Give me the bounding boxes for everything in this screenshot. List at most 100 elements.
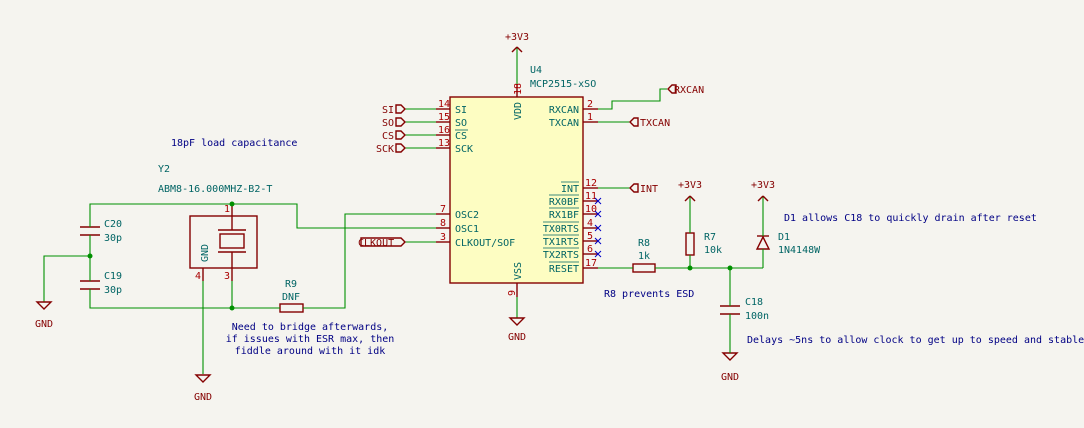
- c19-ref: C19: [104, 271, 122, 282]
- note-r9-line2: if issues with ESR max, then: [226, 334, 395, 345]
- u4-value: MCP2515-xSO: [530, 79, 596, 90]
- c19-capacitor[interactable]: C19 30p: [80, 271, 122, 296]
- u4-pin-num-rxcan: 2: [587, 99, 593, 110]
- c20-value: 30p: [104, 233, 122, 244]
- u4-mcp2515[interactable]: U4 MCP2515-xSO 14 15 16 13 7 8 3 SI SO C…: [436, 65, 598, 297]
- c20-capacitor[interactable]: C20 30p: [80, 219, 122, 244]
- net-label-clkout[interactable]: CLKOUT: [358, 237, 436, 249]
- r7-power: +3V3: [678, 180, 702, 233]
- net-rxcan: RXCAN: [674, 85, 704, 96]
- r9-ref: R9: [285, 279, 297, 290]
- u4-pin-tx0rts: TX0RTS: [543, 224, 579, 235]
- c18-gnd-label: GND: [721, 372, 739, 383]
- net-sck: SCK: [376, 144, 394, 155]
- u4-pin-num-tx1rts: 5: [587, 231, 593, 242]
- no-connect-markers: [594, 197, 602, 258]
- u4-vss-gnd: GND: [508, 297, 526, 343]
- gnd-caps: GND: [35, 301, 53, 330]
- r7-resistor[interactable]: R7 10k: [685, 232, 722, 256]
- c18-capacitor[interactable]: C18 100n: [720, 297, 769, 322]
- u4-pin-reset: RESET: [549, 264, 579, 275]
- osc-wires: [43, 201, 436, 374]
- u4-pin-num-txcan: 1: [587, 112, 593, 123]
- d1-diode[interactable]: D1 1N4148W: [755, 232, 821, 256]
- r9-body: [279, 303, 304, 313]
- net-si: SI: [382, 105, 394, 116]
- u4-pin-sck: SCK: [455, 144, 473, 155]
- c18-value: 100n: [745, 311, 769, 322]
- y2-pin-3: 3: [224, 271, 230, 282]
- net-txcan: TXCAN: [640, 118, 670, 129]
- u4-pin-rx0bf: RX0BF: [549, 197, 579, 208]
- note-load-capacitance: 18pF load capacitance: [171, 138, 297, 149]
- d1-value: 1N4148W: [778, 245, 821, 256]
- u4-pin-rxcan: RXCAN: [549, 105, 579, 116]
- u4-gnd-label: GND: [508, 332, 526, 343]
- note-c18: Delays ~5ns to allow clock to get up to …: [747, 335, 1084, 346]
- c19-value: 30p: [104, 285, 122, 296]
- u4-pin-so: SO: [455, 118, 467, 129]
- u4-pin-num-int: 12: [585, 178, 597, 189]
- u4-pin-num-vdd: 18: [513, 83, 524, 95]
- u4-vdd-power: +3V3: [505, 32, 529, 84]
- r9-resistor[interactable]: R9 DNF: [279, 279, 304, 313]
- net-labels-spi[interactable]: SI SO CS SCK: [376, 104, 436, 155]
- u4-pin-num-sck: 13: [438, 138, 450, 149]
- r8-resistor[interactable]: R8 1k: [632, 238, 656, 273]
- y2-pin-gnd: GND: [200, 244, 211, 262]
- u4-pin-osc2: OSC2: [455, 210, 479, 221]
- u4-pin-num-tx0rts: 4: [587, 218, 593, 229]
- u4-pin-vdd: VDD: [513, 102, 524, 120]
- u4-pin-osc1: OSC1: [455, 224, 479, 235]
- note-d1: D1 allows C18 to quickly drain after res…: [784, 213, 1037, 224]
- c18-ref: C18: [745, 297, 763, 308]
- u4-pin-num-so: 15: [438, 112, 450, 123]
- r7-ref: R7: [704, 232, 716, 243]
- u4-pin-clkout: CLKOUT/SOF: [455, 238, 515, 249]
- note-r9: Need to bridge afterwards, if issues wit…: [226, 322, 395, 357]
- gnd-crystal-label: GND: [194, 392, 212, 403]
- u4-pin-cs: CS: [455, 131, 467, 142]
- u4-pin-num-si: 14: [438, 99, 450, 110]
- u4-pin-tx2rts: TX2RTS: [543, 250, 579, 261]
- u4-pin-tx1rts: TX1RTS: [543, 237, 579, 248]
- c18-gnd: GND: [721, 352, 739, 383]
- net-labels-can[interactable]: RXCAN TXCAN INT: [598, 84, 704, 195]
- r7-body: [685, 232, 695, 256]
- u4-pin-num-osc1: 8: [440, 218, 446, 229]
- r8-value: 1k: [638, 251, 650, 262]
- y2-body: [189, 215, 258, 269]
- u4-pin-num-clkout: 3: [440, 232, 446, 243]
- r7-value: 10k: [704, 245, 722, 256]
- reset-wires: [598, 249, 764, 353]
- u4-pin-num-vss: 9: [507, 290, 518, 296]
- d1-power-label: +3V3: [751, 180, 775, 191]
- note-r9-line3: fiddle around with it idk: [235, 346, 386, 357]
- d1-power: +3V3: [751, 180, 775, 236]
- u4-pin-txcan: TXCAN: [549, 118, 579, 129]
- u4-ref: U4: [530, 65, 542, 76]
- u4-pin-num-reset: 17: [585, 258, 597, 269]
- gnd-caps-label: GND: [35, 319, 53, 330]
- r7-power-label: +3V3: [678, 180, 702, 191]
- y2-crystal[interactable]: Y2 ABM8-16.000MHZ-B2-T GND 1 3 4: [158, 164, 272, 282]
- net-int: INT: [640, 184, 658, 195]
- y2-ref: Y2: [158, 164, 170, 175]
- u4-pin-vss: VSS: [513, 262, 524, 280]
- gnd-crystal: GND: [194, 374, 212, 403]
- u4-pin-si: SI: [455, 105, 467, 116]
- u4-pin-num-osc2: 7: [440, 204, 446, 215]
- y2-value: ABM8-16.000MHZ-B2-T: [158, 184, 272, 195]
- note-r9-line1: Need to bridge afterwards,: [232, 322, 389, 333]
- d1-ref: D1: [778, 232, 790, 243]
- r8-body: [632, 263, 656, 273]
- r8-ref: R8: [638, 238, 650, 249]
- y2-pin-4: 4: [195, 271, 201, 282]
- y2-crystal-element: [219, 233, 245, 249]
- net-cs: CS: [382, 131, 394, 142]
- u4-pin-num-tx2rts: 6: [587, 244, 593, 255]
- net-so: SO: [382, 118, 394, 129]
- y2-pin-1: 1: [224, 204, 230, 215]
- u4-pin-int: INT: [561, 184, 579, 195]
